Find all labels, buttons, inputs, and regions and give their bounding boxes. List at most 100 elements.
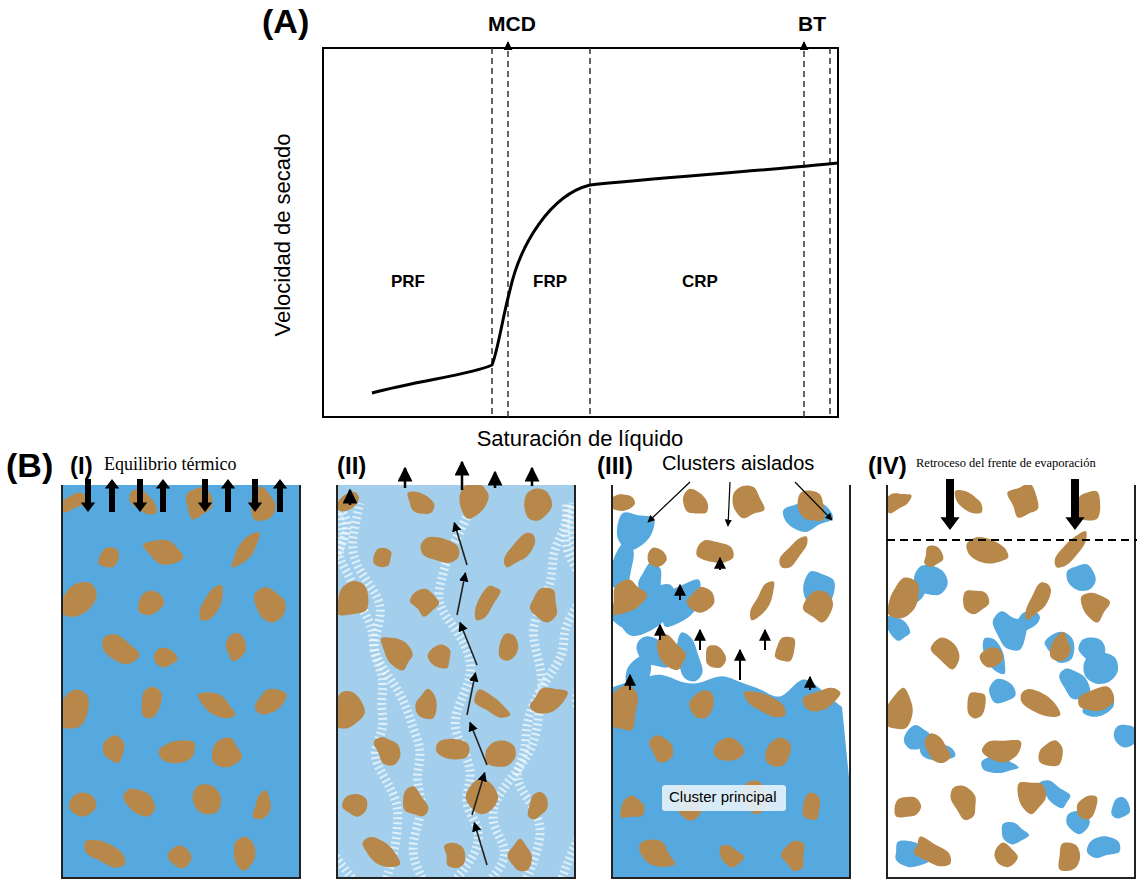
solid-grain [1077, 491, 1101, 521]
solid-grain [781, 841, 804, 871]
solid-grain [696, 540, 733, 563]
solid-grain [1021, 689, 1061, 717]
solid-grain [485, 740, 516, 766]
liquid-cluster [1002, 822, 1029, 844]
panel-label: Retroceso del frente de evaporación [916, 456, 1096, 470]
solid-grain [508, 839, 532, 872]
solid-grain [234, 837, 256, 871]
solid-grain [798, 491, 825, 521]
vapour-arrow [404, 468, 407, 488]
heat-arrow [273, 479, 287, 512]
solid-grain [803, 688, 841, 712]
evaporation-front [887, 539, 1137, 541]
solid-grain [69, 793, 96, 817]
vapour-arrow [531, 468, 534, 486]
solid-grain [765, 737, 791, 766]
solid-grain [887, 688, 913, 730]
solid-grain [657, 634, 686, 670]
solid-grain [62, 690, 89, 729]
liquid-cluster [617, 512, 655, 550]
panel-label: Equilibrio térmico [104, 454, 236, 475]
liquid-cluster [1111, 797, 1130, 818]
stage-label: BT [798, 12, 826, 36]
solid-grain [963, 590, 989, 614]
solid-grain [924, 546, 943, 567]
vapour-path [337, 503, 352, 878]
pore-panels [58, 462, 1137, 879]
solid-grain [528, 792, 548, 819]
solid-grain [407, 492, 434, 514]
cluster-label-box: Cluster principal [662, 785, 786, 811]
solid-grain [895, 797, 922, 818]
panel-label: (II) [337, 452, 366, 480]
vapour-arrow [474, 823, 487, 865]
stage-label: FRP [533, 272, 567, 292]
main-cluster [612, 675, 850, 878]
solid-grain [504, 533, 535, 567]
vapour-path [337, 503, 398, 878]
solid-grain [620, 795, 644, 817]
stage-label: PRF [391, 272, 425, 292]
node-text: Cluster principal [669, 788, 779, 806]
solid-grain [1078, 686, 1114, 711]
pore-panel [337, 485, 575, 878]
solid-grain [914, 836, 951, 866]
panel-label: (I) [70, 452, 93, 480]
solid-grain [1039, 740, 1063, 766]
solid-grain [415, 689, 436, 719]
solid-grain [253, 790, 271, 819]
pore-ground [887, 485, 1135, 878]
solid-grain [612, 685, 638, 731]
solid-grain [212, 738, 242, 768]
vapour-path [492, 503, 571, 878]
panel-wall [62, 485, 300, 878]
panel-label: (B) [6, 446, 53, 485]
solid-grain [226, 633, 246, 661]
panel-label: Clusters aislados [662, 452, 814, 475]
solid-grain [980, 647, 1003, 667]
solid-grain [154, 648, 178, 668]
solid-grain [950, 786, 975, 821]
liquid-cluster [989, 679, 1016, 704]
axis-label: Saturación de líquido [477, 426, 684, 451]
liquid-cluster [1114, 725, 1135, 748]
solid-grain [750, 581, 774, 620]
solid-grain [231, 532, 260, 567]
heat-arrow [156, 479, 170, 512]
leader-arrow [728, 482, 730, 526]
solid-grain [720, 845, 744, 868]
solid-grain [775, 637, 795, 662]
solid-grain [887, 493, 912, 513]
vapour-arrow [659, 625, 661, 640]
drying-curve [372, 163, 838, 393]
stage-label: MCD [488, 12, 536, 36]
solid-grain [706, 645, 726, 668]
solid-grain [129, 489, 157, 515]
vapour-path [518, 503, 575, 878]
solid-grain [732, 486, 764, 519]
liquid-cluster [887, 616, 910, 641]
front-arrow [940, 479, 959, 530]
solid-grain [683, 489, 708, 514]
pore-ground [62, 485, 300, 878]
solid-grain [337, 691, 365, 729]
solid-grain [924, 733, 950, 763]
liquid-cluster [914, 565, 948, 595]
liquid-cluster [1087, 836, 1121, 858]
solid-grain [421, 537, 460, 563]
solid-grain [459, 485, 488, 519]
heat-arrow [81, 479, 95, 512]
panel-wall [887, 485, 1135, 878]
leader-arrow [648, 482, 690, 522]
solid-grain [1081, 593, 1110, 623]
solid-grain [686, 587, 714, 613]
solid-grain [337, 581, 368, 616]
panel-label: (III) [597, 452, 633, 480]
vapour-arrow [460, 622, 477, 665]
solid-grain [337, 492, 359, 512]
pore-content [337, 485, 575, 878]
solid-grain [1050, 632, 1071, 661]
vapour-arrow [467, 673, 475, 715]
solid-grain [1058, 843, 1080, 871]
